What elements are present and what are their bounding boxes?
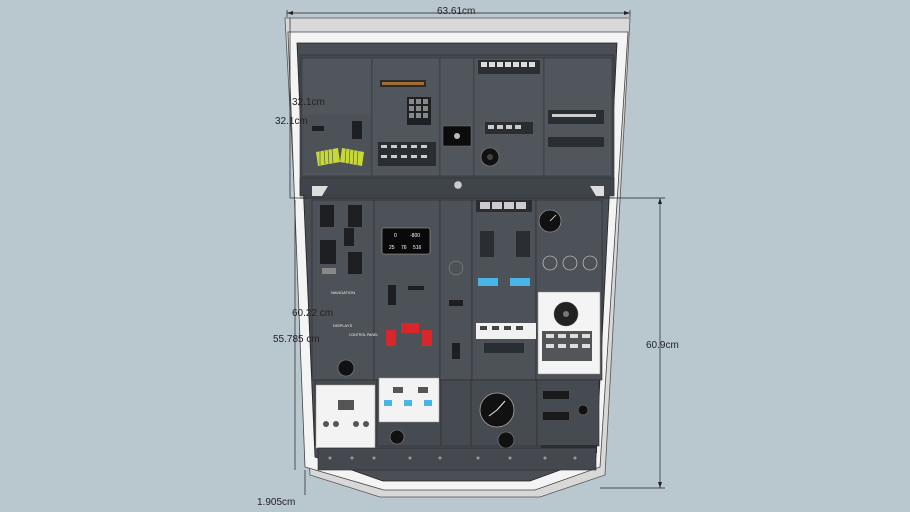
right-small-gauges (542, 255, 598, 271)
dim-top-width: 63.61cm (437, 6, 476, 17)
dim-upper-height-2: 32.1cm (275, 116, 308, 127)
lower-right-knob[interactable] (577, 404, 589, 416)
navigation-label: NAVIGATION (331, 290, 355, 295)
center-lower-controls (386, 285, 432, 346)
upper-left-switch[interactable] (352, 121, 362, 139)
annunciator-row (380, 60, 540, 87)
right-center-items (476, 200, 536, 353)
displays-label: DISPLAYS (333, 323, 353, 328)
control-panel-label: CONTROL PANEL (349, 333, 378, 337)
dimension-arrows (287, 11, 662, 488)
dim-right-height: 60.9cm (646, 340, 679, 351)
lower-left-white-panel (315, 384, 376, 449)
dim-upper-height-1: 32.1cm (292, 97, 325, 108)
flap-indicator-left (316, 148, 340, 166)
center-narrow-items (448, 260, 464, 359)
readout-top-left: 0 (394, 233, 397, 239)
fire-handle-center[interactable] (401, 323, 419, 333)
readout-bottom-3: 516 (413, 245, 422, 251)
dim-lower-inner: 60.22 cm (292, 308, 334, 319)
readout-bottom-1: 25 (389, 245, 395, 251)
upper-center-knob[interactable] (454, 133, 460, 139)
clock-small-gauge (497, 431, 515, 449)
center-display (381, 227, 431, 255)
dimension-lines (286, 10, 665, 495)
dim-bottom-thickness: 1.905cm (257, 497, 296, 508)
left-corner-bracket (312, 186, 328, 196)
readout-top-right: -800 (410, 233, 420, 239)
readout-bottom-2: 76 (401, 245, 407, 251)
lower-right-display-2 (543, 412, 569, 420)
bottom-strip (317, 447, 597, 471)
lower-center-knob[interactable] (389, 429, 405, 445)
glareshield-knob[interactable] (453, 180, 463, 190)
lower-left-knob[interactable] (337, 359, 355, 377)
lower-right-display-1 (543, 391, 569, 399)
fire-handle-right[interactable] (422, 330, 432, 346)
dim-lower-outer: 55.785 cm (273, 334, 320, 345)
fire-handle-left[interactable] (386, 330, 396, 346)
right-corner-bracket (590, 186, 604, 196)
left-column-items (320, 205, 362, 274)
